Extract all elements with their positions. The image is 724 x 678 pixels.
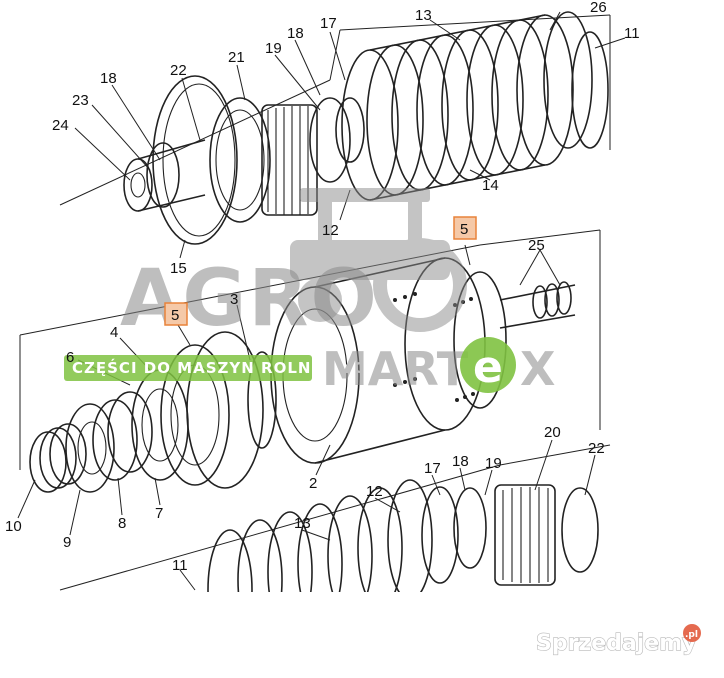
site-name: Sprzedajemy — [536, 631, 697, 656]
callouts-bottom: 20 22 17 18 19 12 13 11 — [172, 424, 605, 574]
callout-2: 2 — [309, 475, 317, 492]
callouts-top: 26 11 13 17 18 19 21 22 18 23 24 12 14 1… — [52, 0, 640, 277]
callout-8: 8 — [118, 515, 126, 532]
callout-19-bottom: 19 — [485, 455, 502, 472]
site-badge — [683, 624, 701, 642]
callout-5a: 5 — [460, 221, 468, 238]
callout-18-bottom: 18 — [452, 453, 469, 470]
callout-14: 14 — [482, 177, 499, 194]
callouts-highlighted: 5 5 — [164, 216, 477, 326]
callout-5-box-b — [164, 302, 188, 326]
callout-11: 11 — [624, 25, 640, 42]
tractor-icon — [290, 188, 467, 332]
callout-26: 26 — [590, 0, 607, 16]
top-assembly — [123, 11, 609, 245]
watermark-brand-left: AGRO — [120, 254, 379, 344]
watermark-brand-right-prefix: MART — [322, 342, 469, 396]
callout-25: 25 — [528, 237, 545, 254]
callout-12-bottom: 12 — [366, 483, 383, 500]
callout-11-bottom: 11 — [172, 557, 188, 574]
watermark-brand-right-suffix: X — [520, 342, 555, 396]
callout-20: 20 — [544, 424, 561, 441]
callout-9: 9 — [63, 534, 71, 551]
watermark: AGRO CZĘŚCI DO MASZYN ROLNICZYCH MART e … — [64, 188, 555, 396]
callout-13: 13 — [415, 7, 432, 24]
callout-17: 17 — [320, 15, 337, 32]
callout-21: 21 — [228, 49, 245, 66]
watermark-banner-text: CZĘŚCI DO MASZYN ROLNICZYCH — [72, 358, 379, 377]
watermark-e-badge — [460, 337, 516, 393]
callout-18: 18 — [287, 25, 304, 42]
callout-7: 7 — [155, 505, 163, 522]
callout-22: 22 — [170, 62, 187, 79]
callout-19: 19 — [265, 40, 282, 57]
callout-4: 4 — [110, 324, 118, 341]
callout-6: 6 — [66, 349, 74, 366]
callout-15: 15 — [170, 260, 187, 277]
site-badge-text: .pl — [685, 630, 698, 640]
callout-24: 24 — [52, 117, 69, 134]
callout-17-bottom: 17 — [424, 460, 441, 477]
callout-18b: 18 — [100, 70, 117, 87]
callouts-middle: 25 4 6 3 10 9 8 7 2 — [5, 237, 545, 551]
watermark-brand-right-e: e — [473, 342, 503, 393]
callout-5-box-a — [453, 216, 477, 240]
callout-23: 23 — [72, 92, 89, 109]
callout-13-bottom: 13 — [294, 515, 311, 532]
bottom-assembly — [0, 479, 724, 678]
callout-22-bottom: 22 — [588, 440, 605, 457]
callout-12: 12 — [322, 222, 339, 239]
callout-3: 3 — [230, 291, 238, 308]
panel-frames — [19, 14, 611, 591]
callout-10: 10 — [5, 518, 22, 535]
callout-5b: 5 — [171, 307, 179, 324]
site-watermark: Sprzedajemy .pl — [535, 624, 701, 657]
watermark-banner — [64, 355, 312, 381]
